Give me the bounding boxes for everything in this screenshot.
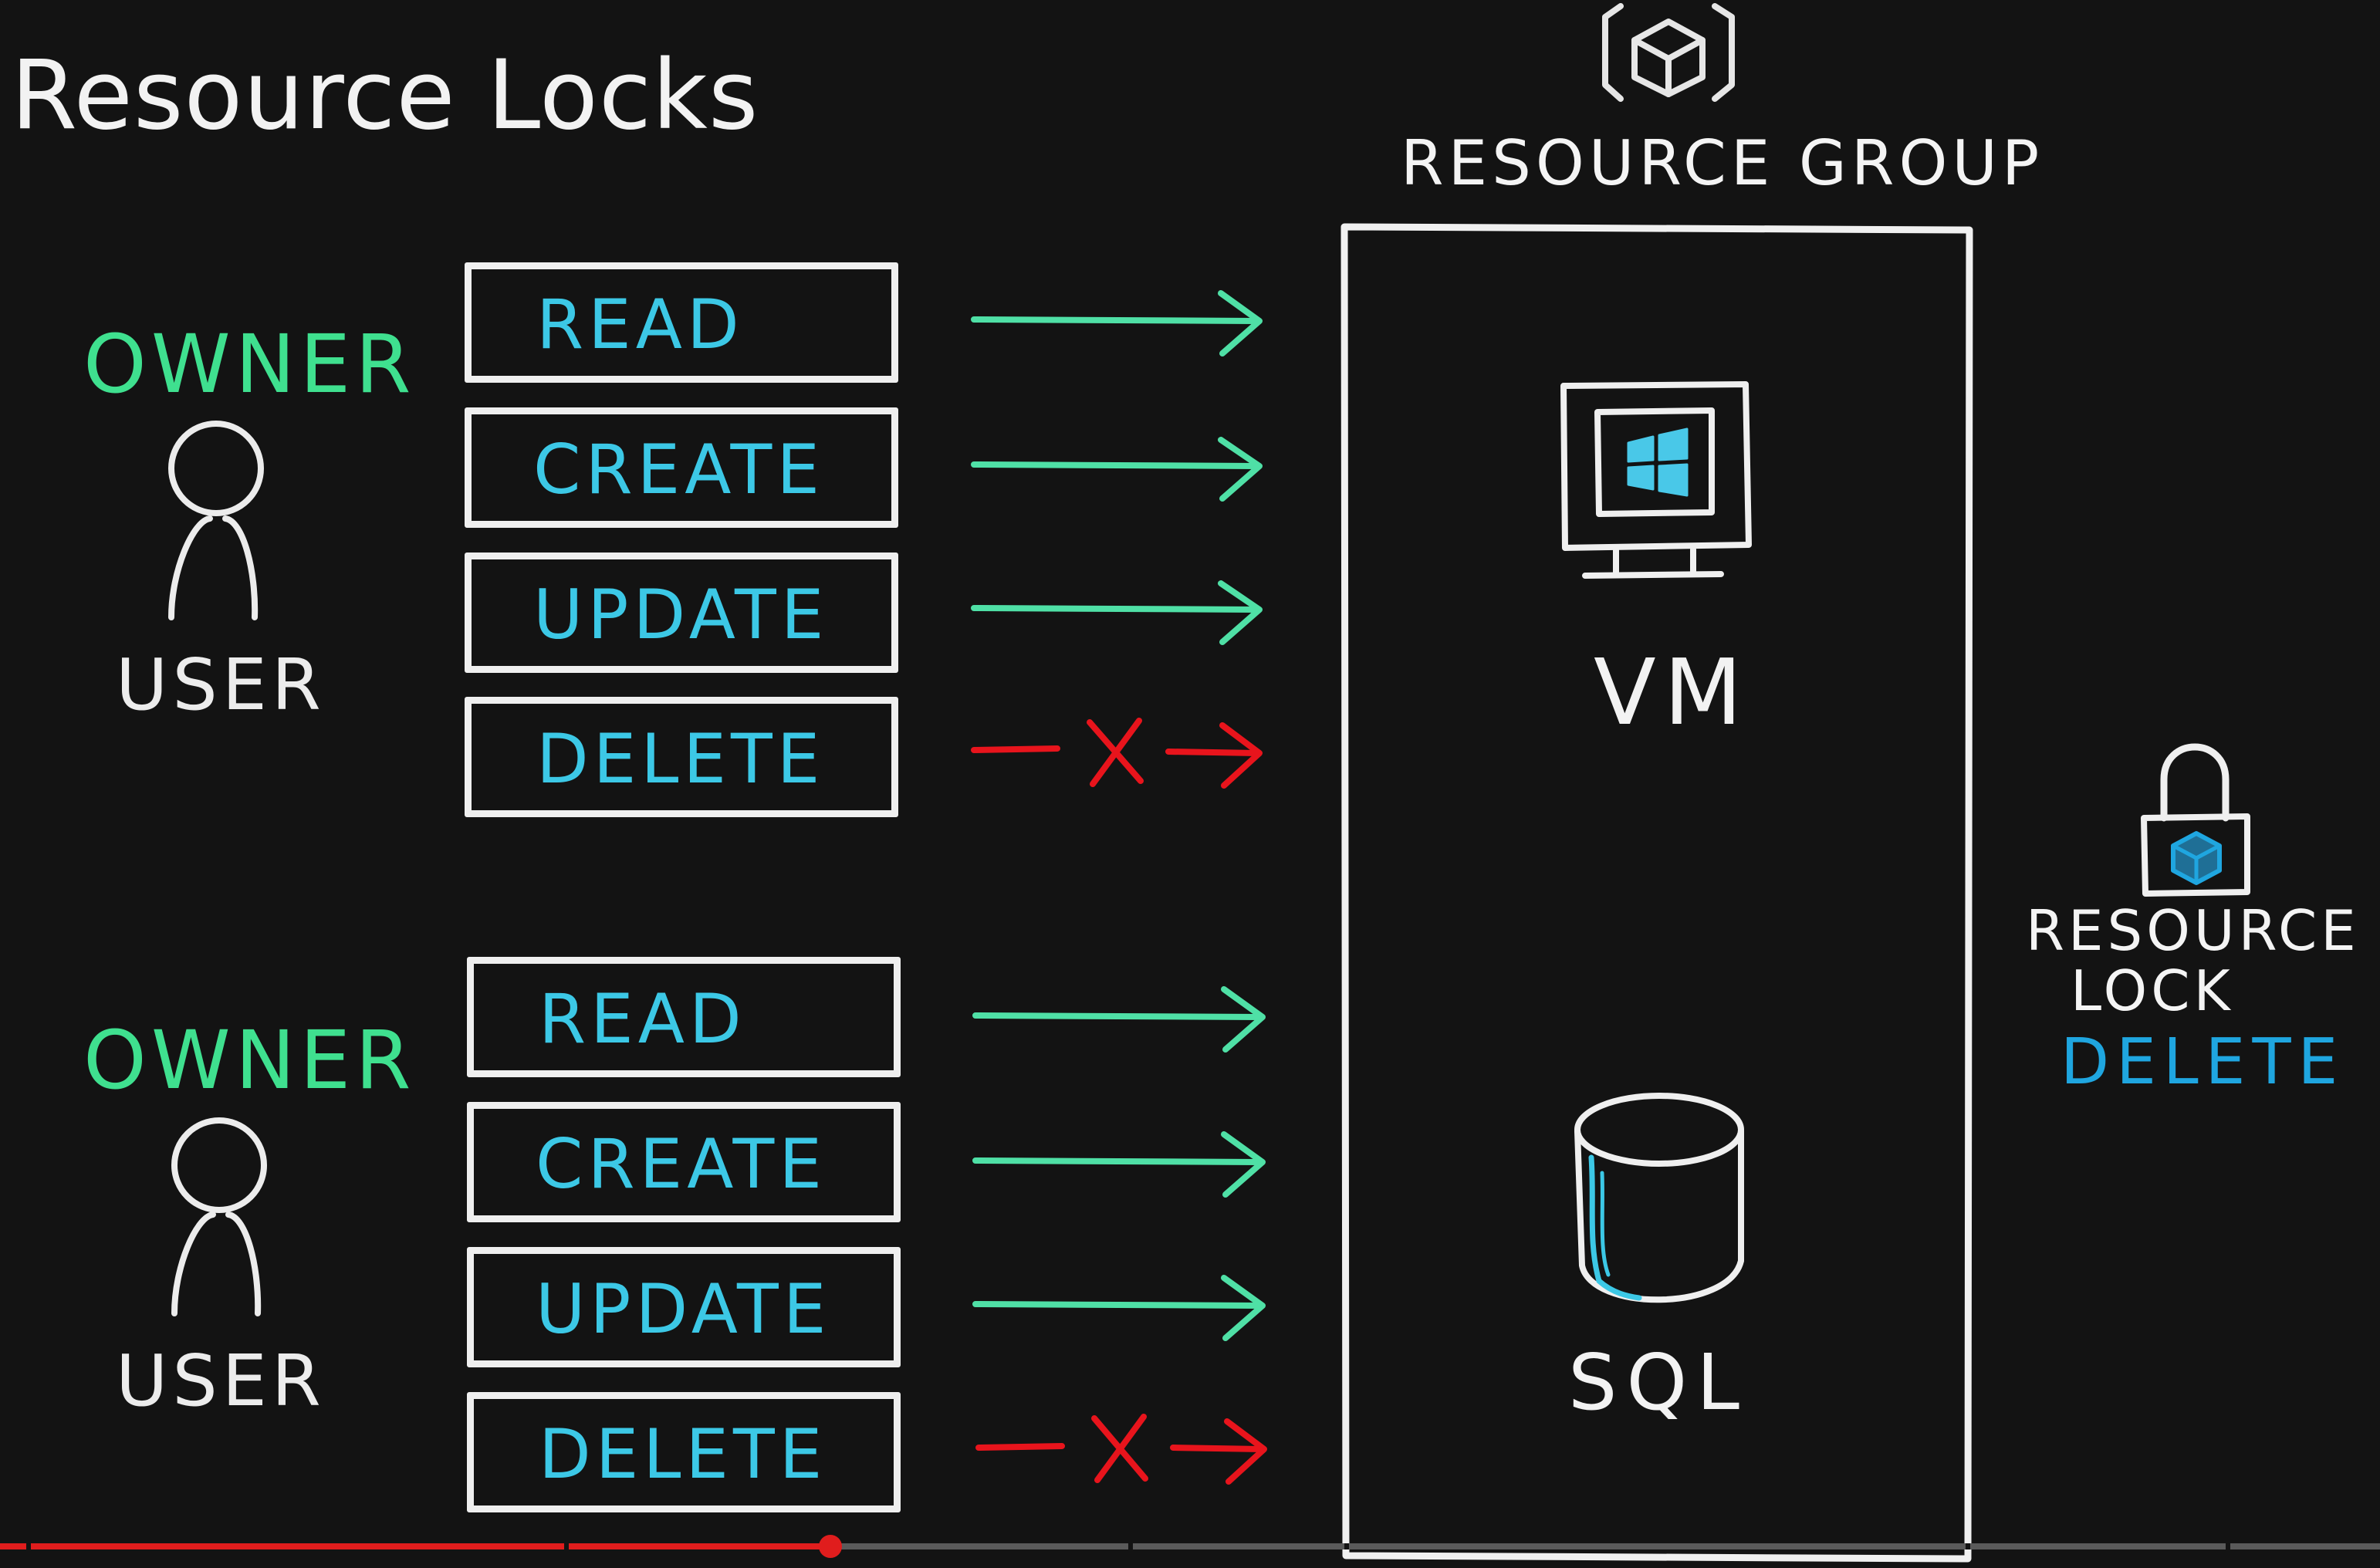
operation-label: CREATE [533, 430, 824, 509]
user-label: USER [116, 1340, 326, 1422]
vm-monitor-windows-icon [1560, 381, 1752, 579]
operation-label: UPDATE [536, 1269, 831, 1349]
sql-database-icon [1574, 1093, 1744, 1303]
operation-label: READ [539, 979, 746, 1059]
owner-role-label: OWNER [83, 1013, 416, 1107]
slide-title: Resource Locks [11, 40, 759, 151]
user-label: USER [116, 644, 326, 726]
resource-lock-label-line2: LOCK [2071, 958, 2234, 1023]
video-progress-played [0, 1543, 831, 1549]
resource-lock-type: DELETE [2061, 1026, 2345, 1099]
padlock-icon [2141, 743, 2250, 897]
denied-arrow [975, 1414, 1267, 1485]
read-operation-box: READ [465, 262, 898, 383]
video-progress-bar[interactable] [0, 1535, 2380, 1558]
read-operation-box: READ [467, 957, 901, 1077]
operation-label: READ [536, 285, 744, 364]
delete-operation-box: DELETE [467, 1392, 901, 1512]
resource-lock-label-line1: RESOURCE [2026, 898, 2360, 963]
user-figure-icon [171, 1117, 267, 1316]
allowed-arrow [971, 437, 1263, 502]
allowed-arrow [972, 1275, 1266, 1341]
chapter-marker [1127, 1543, 1133, 1549]
chapter-marker [2225, 1543, 2230, 1549]
create-operation-box: CREATE [467, 1102, 901, 1222]
vm-label: VM [1594, 639, 1750, 745]
chapter-marker [25, 1543, 31, 1549]
allowed-arrow [971, 290, 1263, 357]
create-operation-box: CREATE [465, 407, 898, 528]
update-operation-box: UPDATE [465, 553, 898, 673]
update-operation-box: UPDATE [467, 1247, 901, 1367]
resource-group-label: RESOURCE GROUP [1401, 127, 2044, 199]
allowed-arrow [971, 580, 1263, 645]
resource-group-container [1340, 223, 1973, 1563]
denied-arrow [971, 718, 1263, 789]
chapter-marker [563, 1543, 569, 1549]
allowed-arrow [972, 986, 1266, 1053]
chapter-marker [1966, 1543, 1971, 1549]
sql-label: SQL [1568, 1337, 1749, 1428]
delete-operation-box: DELETE [465, 697, 898, 817]
operation-label: UPDATE [533, 575, 829, 654]
operation-label: DELETE [536, 719, 825, 799]
user-figure-icon [168, 421, 264, 620]
chapter-marker [1344, 1543, 1350, 1549]
owner-role-label: OWNER [83, 317, 416, 411]
video-scrubber-handle[interactable] [819, 1535, 843, 1558]
operation-label: DELETE [539, 1414, 827, 1494]
allowed-arrow [972, 1131, 1266, 1198]
resource-group-cube-icon [1602, 3, 1735, 102]
operation-label: CREATE [536, 1124, 827, 1204]
